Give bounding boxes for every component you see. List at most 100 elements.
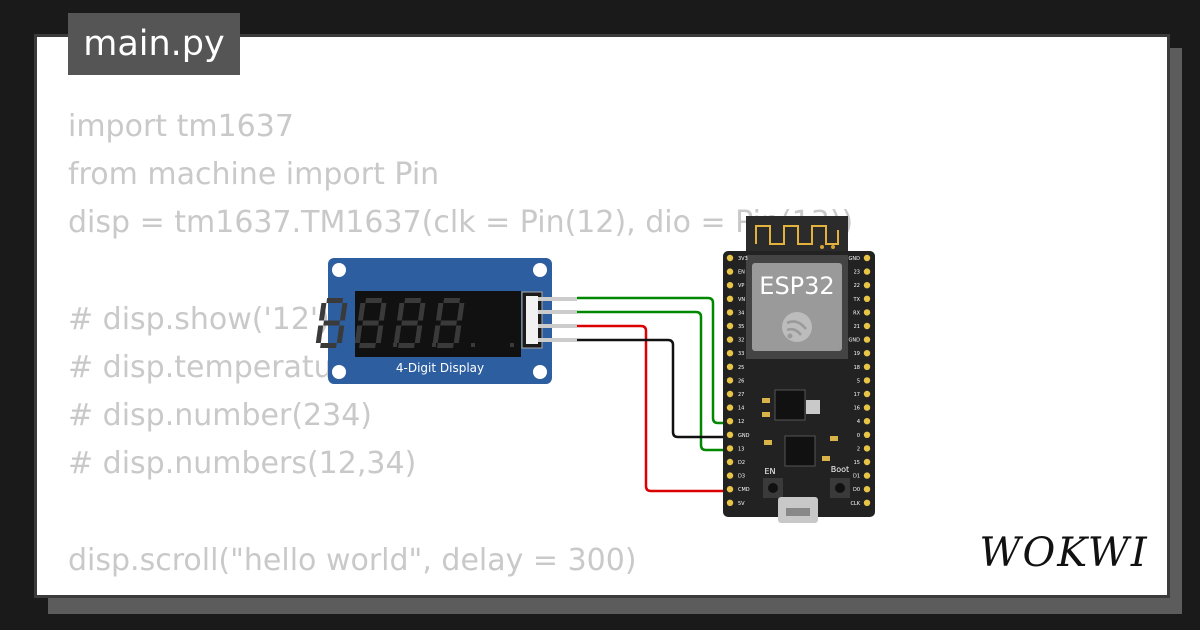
digit-segment [326, 298, 344, 303]
mount-hole [533, 263, 547, 277]
smd-component [822, 456, 830, 461]
code-editor[interactable]: import tm1637 from machine import Pin di… [68, 103, 968, 585]
pin-label: 2 [857, 446, 860, 452]
pin-pad[interactable] [863, 458, 871, 466]
pin-label: 33 [738, 351, 744, 357]
pin-pad[interactable] [863, 390, 871, 398]
pin-label: D0 [853, 487, 860, 493]
pin-label: VN [738, 297, 745, 303]
pin-pad[interactable] [863, 363, 871, 370]
digit-segment [339, 303, 348, 321]
pin-label: 18 [854, 365, 860, 371]
pin-pad[interactable] [726, 268, 734, 275]
pin-pad[interactable] [863, 309, 871, 316]
pin-label: 13 [738, 446, 744, 452]
pin-pad[interactable] [726, 282, 734, 289]
digit-segment [440, 320, 457, 326]
wire-dio[interactable] [577, 310, 727, 452]
pin-pad[interactable] [863, 404, 871, 411]
pin-pad[interactable] [726, 472, 734, 479]
digit-segment [453, 325, 462, 343]
pin-label: D3 [738, 474, 745, 480]
pin-pad[interactable] [726, 431, 734, 438]
pin-pad[interactable] [863, 445, 871, 452]
digit-segment [359, 343, 376, 348]
pin-label: 34 [738, 310, 744, 316]
espressif-logo [782, 312, 812, 342]
antenna-pad [831, 245, 835, 249]
pin-pad[interactable] [726, 377, 734, 384]
pin-pad[interactable] [726, 295, 734, 302]
pin-label: GND [738, 433, 750, 439]
smd-component [764, 440, 772, 445]
pin-pad[interactable] [863, 499, 871, 506]
pin-pad[interactable] [726, 363, 734, 370]
pin-header-inner [526, 296, 538, 344]
pin-pad[interactable] [863, 418, 871, 425]
pin-pad[interactable] [726, 486, 734, 493]
pin-label: 27 [738, 392, 744, 398]
rf-shield [752, 263, 842, 351]
pin-pad[interactable] [726, 499, 734, 506]
wokwi-logo: WOKWI [979, 530, 1146, 576]
wire-vcc[interactable] [577, 324, 727, 493]
pin-pad[interactable] [726, 254, 734, 262]
wire-gnd[interactable] [577, 338, 727, 439]
logo-dot [787, 333, 793, 339]
pin-label: 3V3 [738, 256, 748, 262]
antenna-trace [755, 225, 839, 245]
pin-pad[interactable] [863, 336, 871, 343]
smd-component [806, 400, 820, 414]
pin-pad[interactable] [863, 486, 871, 493]
pin-pad[interactable] [726, 390, 734, 398]
pin-label: D2 [738, 460, 745, 466]
pin-label: CMD [738, 487, 750, 493]
wire-clk[interactable] [577, 296, 727, 425]
pin-pad[interactable] [863, 282, 871, 289]
pin-pad[interactable] [863, 268, 871, 275]
digit-segment [365, 298, 383, 303]
pin-pad[interactable] [726, 404, 734, 411]
digit-segment [354, 325, 363, 343]
digit-segment [378, 303, 387, 321]
espressif-logo-icon [782, 312, 812, 342]
digit-segment [401, 320, 418, 326]
pin-label: 35 [738, 324, 744, 330]
digit-segment [398, 343, 415, 348]
pin-pad[interactable] [863, 350, 871, 357]
digit-segment [414, 325, 423, 343]
pin-pad[interactable] [726, 458, 734, 466]
pin-pad[interactable] [726, 309, 734, 316]
smd-component [762, 412, 770, 417]
pin-label: GND [849, 256, 861, 262]
pin-pad[interactable] [863, 322, 871, 330]
code-line: from machine import Pin [68, 157, 440, 193]
pin-pad[interactable] [863, 254, 871, 262]
pin-pad[interactable] [726, 445, 734, 452]
seven-segment-digits [315, 298, 514, 348]
pin-label: 0 [857, 433, 860, 439]
code-line: import tm1637 [68, 109, 294, 144]
tm1637-display-module[interactable]: 4-Digit Display [315, 258, 552, 384]
pin-pad[interactable] [863, 431, 871, 438]
pin-label: EN [738, 270, 745, 276]
file-tab-main-py[interactable]: main.py [68, 13, 240, 75]
pin-label: CLK [850, 501, 860, 507]
pin-label: 19 [854, 351, 860, 357]
pin-pad[interactable] [726, 336, 734, 343]
pin-pad[interactable] [726, 418, 734, 425]
pin-pad[interactable] [726, 322, 734, 330]
pin-label: D1 [853, 474, 860, 480]
en-label: EN [764, 467, 775, 476]
pin-pad[interactable] [726, 350, 734, 357]
pin-label: 23 [854, 270, 860, 276]
pin-label: 5 [857, 378, 860, 384]
pin-pad[interactable] [863, 295, 871, 302]
digit-segment [456, 303, 465, 321]
esp32-board[interactable]: ESP32 EN Boot 3V3ENVPVN34353233252627141… [723, 216, 875, 523]
code-line: disp.scroll("hello world", delay = 300) [68, 542, 637, 578]
pin-pad[interactable] [863, 472, 871, 479]
pin-pad[interactable] [863, 377, 871, 384]
digit-dot [510, 343, 514, 347]
pin-label: 25 [738, 365, 744, 371]
